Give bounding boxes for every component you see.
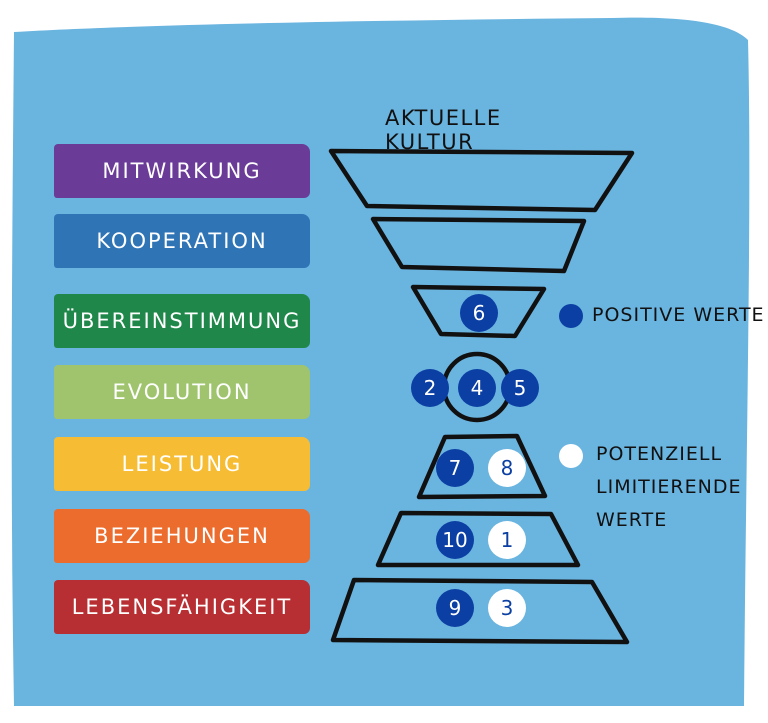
value-badge-positive: 9 [436,589,474,627]
band-label: LEISTUNG [121,452,243,476]
level-shape-leistung [416,433,548,500]
band-label: EVOLUTION [112,380,252,404]
band-mitwirkung: MITWIRKUNG [54,144,310,198]
value-badge-positive: 5 [501,369,539,407]
value-badge-positive: 10 [436,521,474,559]
value-badge-positive: 7 [436,449,474,487]
level-shape-lebensfaehigkeit [330,577,630,645]
value-badge-limiting: 3 [488,589,526,627]
value-badge-limiting: 1 [488,521,526,559]
legend-limiting-dot [559,444,583,468]
level-shape-beziehungen [375,510,581,568]
legend-positive-label: POSITIVE WERTE [592,304,765,326]
level-shape-kooperation [370,216,587,274]
band-label: LEBENSFÄHIGKEIT [71,595,293,619]
band-lebensfaehigkeit: LEBENSFÄHIGKEIT [54,580,310,634]
value-badge-positive: 2 [411,369,449,407]
band-label: MITWIRKUNG [102,159,262,183]
diagram-title: AKTUELLE KULTUR [385,106,502,154]
band-beziehungen: BEZIEHUNGEN [54,509,310,563]
legend-limiting-label-1: POTENZIELL [596,443,723,465]
band-label: ÜBEREINSTIMMUNG [62,309,302,333]
value-badge-limiting: 8 [488,449,526,487]
band-evolution: EVOLUTION [54,365,310,419]
legend-limiting-label-2: LIMITIERENDE [596,476,742,498]
level-shape-uebereinstimmung [410,284,547,339]
value-badge-positive: 4 [458,369,496,407]
legend-positive-dot [559,304,583,328]
band-leistung: LEISTUNG [54,437,310,491]
level-shape-mitwirkung [328,148,635,213]
band-kooperation: KOOPERATION [54,214,310,268]
band-label: KOOPERATION [96,229,268,253]
band-label: BEZIEHUNGEN [94,524,270,548]
value-badge-positive: 6 [460,294,498,332]
legend-limiting-label-3: WERTE [596,509,668,531]
band-uebereinstimmung: ÜBEREINSTIMMUNG [54,294,310,348]
